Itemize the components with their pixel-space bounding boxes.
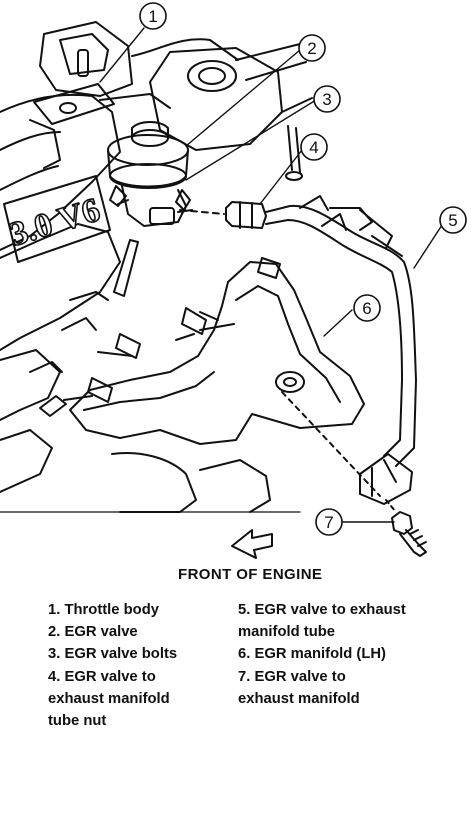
legend-line: 1. Throttle body xyxy=(48,602,159,618)
legend-line: exhaust manifold xyxy=(238,690,360,707)
legend-line: exhaust manifold xyxy=(48,690,170,707)
callout-markers: 1 2 3 4 5 6 7 xyxy=(139,2,467,536)
egr-mount-flange xyxy=(29,83,171,169)
svg-text:3: 3 xyxy=(322,90,331,109)
legend-line: 6. EGR manifold (LH) xyxy=(238,646,386,663)
callout-3: 3 xyxy=(313,85,341,113)
svg-text:4: 4 xyxy=(309,138,318,157)
svg-text:2: 2 xyxy=(307,39,316,58)
legend-line: manifold tube xyxy=(238,624,335,641)
egr-tube xyxy=(265,195,417,505)
legend-right-column: 5. EGR valve to exhaust manifold tube 6.… xyxy=(238,599,470,710)
exhaust-manifold xyxy=(63,257,365,445)
intake-plenum xyxy=(149,43,313,151)
callout-7: 7 xyxy=(315,508,343,536)
egr-manifold-bolt xyxy=(281,391,427,557)
callout-5: 5 xyxy=(439,206,467,234)
engine-badge: 3.0 V6 xyxy=(6,191,105,253)
legend-line: 3. EGR valve bolts xyxy=(48,646,178,663)
legend-line: 2. EGR valve xyxy=(48,624,138,641)
legend-line: 7. EGR valve to xyxy=(238,668,346,685)
callout-leaders xyxy=(99,27,445,523)
legend-line: 5. EGR valve to exhaust xyxy=(238,602,406,618)
legend-line: 4. EGR valve to xyxy=(48,668,156,685)
front-arrow-icon xyxy=(231,529,273,559)
engine-block xyxy=(0,93,301,513)
legend-line: tube nut xyxy=(48,713,107,730)
svg-text:6: 6 xyxy=(362,299,371,318)
svg-text:1: 1 xyxy=(148,7,157,26)
throttle-body xyxy=(39,21,239,97)
callout-4: 4 xyxy=(300,133,328,161)
callout-6: 6 xyxy=(353,294,381,322)
legend-left-column: 1. Throttle body 2. EGR valve 3. EGR val… xyxy=(48,599,238,732)
svg-text:5: 5 xyxy=(448,211,457,230)
svg-text:7: 7 xyxy=(324,513,333,532)
front-of-engine-label: FRONT OF ENGINE xyxy=(178,566,323,583)
callout-1: 1 xyxy=(139,2,167,30)
callout-2: 2 xyxy=(298,34,326,62)
engine-egr-illustration: 3.0 V6 xyxy=(0,2,467,559)
engine-badge-plate: 3.0 V6 xyxy=(3,175,111,263)
egr-tube-nut xyxy=(179,201,267,229)
